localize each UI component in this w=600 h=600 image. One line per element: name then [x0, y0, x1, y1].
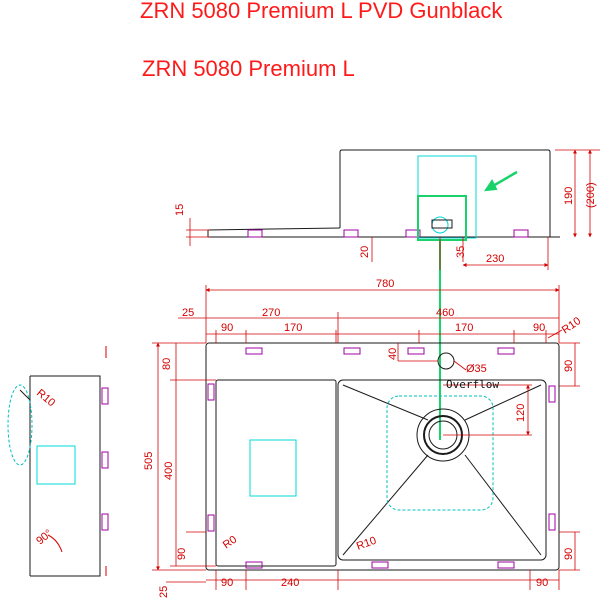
dim-profile-height: 190 — [563, 187, 575, 205]
dim-left-bowl-depth: 400 — [163, 462, 175, 480]
dim-right-top-offset: 90 — [563, 360, 575, 372]
dim-drain-offset-plan: 120 — [515, 404, 527, 422]
dim-bottom-offset-left: 90 — [176, 548, 188, 560]
dim-overall-width: 780 — [376, 278, 394, 290]
dim-left-span: 170 — [284, 322, 302, 334]
dim-left-margin: 25 — [182, 307, 194, 319]
side-profile-view — [207, 149, 560, 239]
dim-right-section: 460 — [436, 307, 454, 319]
end-profile-view — [7, 346, 109, 577]
dim-bottom-left-span: 240 — [281, 577, 299, 589]
dim-bottom-margin: 25 — [158, 586, 170, 598]
dim-drain-offset: 230 — [486, 253, 504, 265]
dim-right-span: 170 — [455, 322, 473, 334]
dim-bottom-right-offset: 90 — [536, 577, 548, 589]
dim-left-offset: 90 — [221, 322, 233, 334]
profile-dimensions — [186, 149, 600, 270]
dim-top-margin: 80 — [161, 358, 173, 370]
dim-overflow-diameter: Ø35 — [466, 363, 487, 375]
dim-overall-depth: 505 — [143, 452, 155, 470]
product-subtitle: ZRN 5080 Premium L — [142, 56, 355, 81]
dim-corner-radius: R10 — [560, 315, 583, 336]
dim-rim: 20 — [359, 246, 371, 258]
dim-side-radius: R10 — [34, 387, 57, 409]
plan-dimensions — [152, 285, 580, 590]
dim-profile-height-alt: (200) — [585, 182, 597, 208]
dim-drainboard-radius: R0 — [221, 534, 239, 552]
overflow-highlight — [417, 170, 518, 440]
dim-right-bottom-offset: 90 — [563, 548, 575, 560]
dim-overflow-offset: 35 — [455, 246, 467, 258]
dim-bottom-left-offset: 90 — [221, 577, 233, 589]
dim-side-angle: 90° — [34, 527, 54, 547]
dim-right-offset: 90 — [533, 322, 545, 334]
overflow-label: Overflow — [446, 378, 499, 391]
dim-overflow-offset-plan: 40 — [387, 348, 399, 360]
dim-left-section: 270 — [262, 307, 280, 319]
product-title: ZRN 5080 Premium L PVD Gunblack — [140, 0, 503, 23]
dim-drainboard-thickness: 15 — [174, 204, 186, 216]
plan-view — [205, 342, 560, 571]
